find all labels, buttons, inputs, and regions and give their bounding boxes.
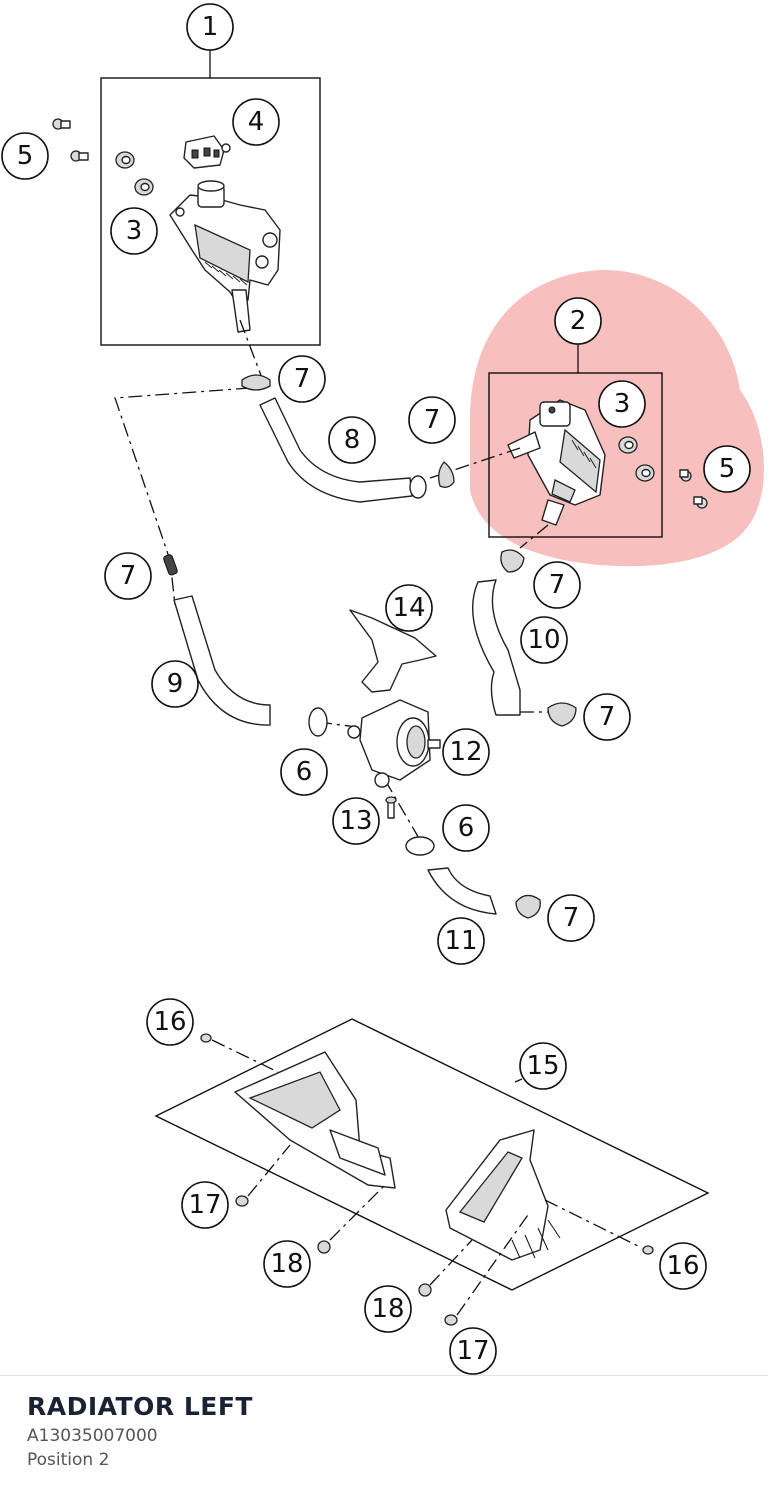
callout-3[interactable]: 3 — [110, 207, 158, 255]
svg-text:3: 3 — [614, 389, 631, 419]
callout-6[interactable]: 6 — [442, 804, 490, 852]
shroud-right-part — [445, 1129, 561, 1261]
callout-4[interactable]: 4 — [232, 98, 280, 146]
callout-7[interactable]: 7 — [278, 355, 326, 403]
screw-17-part — [235, 1195, 458, 1326]
centerline — [544, 1199, 643, 1249]
svg-text:2: 2 — [570, 306, 587, 336]
callout-7[interactable]: 7 — [533, 561, 581, 609]
callout-18[interactable]: 18 — [263, 1240, 311, 1288]
radiator-left-part — [169, 180, 281, 333]
svg-text:4: 4 — [248, 107, 265, 137]
callout-11[interactable]: 11 — [437, 917, 485, 965]
centerline — [239, 319, 263, 379]
svg-text:14: 14 — [392, 593, 425, 623]
spring-clamp-part — [308, 707, 435, 856]
hose-clamp-part — [163, 374, 577, 919]
hose-10-part — [472, 579, 521, 716]
centerline — [519, 524, 549, 549]
bracket-14-part — [349, 609, 437, 693]
position-label: Position 2 — [27, 1450, 110, 1470]
svg-text:15: 15 — [526, 1051, 559, 1081]
svg-text:8: 8 — [344, 425, 361, 455]
callout-5[interactable]: 5 — [703, 445, 751, 493]
callout-7[interactable]: 7 — [408, 396, 456, 444]
svg-text:1: 1 — [202, 12, 219, 42]
svg-text:5: 5 — [719, 454, 736, 484]
screw-18-part — [317, 1240, 432, 1297]
callout-5[interactable]: 5 — [1, 132, 49, 180]
screw-13-part — [385, 796, 397, 819]
callout-9[interactable]: 9 — [151, 660, 199, 708]
hose-9-part — [173, 595, 271, 726]
svg-text:16: 16 — [153, 1007, 186, 1037]
centerline — [429, 1239, 473, 1286]
screw-16-part — [200, 1033, 654, 1255]
centerline — [114, 387, 251, 606]
grommet-part — [618, 436, 655, 482]
svg-text:7: 7 — [424, 405, 441, 435]
callout-6[interactable]: 6 — [280, 748, 328, 796]
callout-10[interactable]: 10 — [520, 616, 568, 664]
centerline — [247, 1144, 291, 1197]
svg-text:17: 17 — [188, 1190, 221, 1220]
centerline — [329, 1184, 386, 1241]
callout-7[interactable]: 7 — [547, 894, 595, 942]
hose-11-part — [427, 867, 497, 915]
grommet-part — [115, 151, 154, 196]
svg-text:16: 16 — [666, 1251, 699, 1281]
callout-7[interactable]: 7 — [583, 693, 631, 741]
page-title: RADIATOR LEFT — [27, 1392, 253, 1421]
svg-text:7: 7 — [599, 702, 616, 732]
callout-14[interactable]: 14 — [385, 584, 433, 632]
svg-text:3: 3 — [126, 216, 143, 246]
callout-2[interactable]: 2 — [554, 297, 602, 345]
group-2-frame — [488, 372, 663, 538]
shroud-left-part — [234, 1051, 396, 1189]
callout-15[interactable]: 15 — [519, 1042, 567, 1090]
svg-text:11: 11 — [444, 926, 477, 956]
svg-text:10: 10 — [527, 625, 560, 655]
leader-15 — [514, 1078, 523, 1083]
svg-text:9: 9 — [167, 669, 184, 699]
water-pump-part — [347, 699, 441, 788]
svg-text:18: 18 — [270, 1249, 303, 1279]
centerline — [429, 447, 521, 479]
svg-text:7: 7 — [294, 364, 311, 394]
screw-part — [52, 118, 89, 162]
svg-text:18: 18 — [371, 1294, 404, 1324]
callout-7[interactable]: 7 — [104, 552, 152, 600]
callout-16[interactable]: 16 — [146, 998, 194, 1046]
callout-17[interactable]: 17 — [181, 1181, 229, 1229]
svg-text:13: 13 — [339, 806, 372, 836]
centerline — [456, 1211, 531, 1316]
hose-end — [409, 475, 427, 499]
centerline — [317, 721, 381, 731]
group-15-frame — [154, 1018, 710, 1291]
svg-text:6: 6 — [296, 757, 313, 787]
callout-3[interactable]: 3 — [598, 380, 646, 428]
callout-18[interactable]: 18 — [364, 1285, 412, 1333]
svg-text:7: 7 — [120, 561, 137, 591]
svg-text:12: 12 — [449, 737, 482, 767]
screw-part — [679, 469, 708, 509]
svg-text:6: 6 — [458, 813, 475, 843]
centerline — [211, 1039, 279, 1073]
callout-17[interactable]: 17 — [449, 1327, 497, 1375]
callout-13[interactable]: 13 — [332, 797, 380, 845]
part-code: A13035007000 — [27, 1426, 158, 1446]
svg-text:5: 5 — [17, 141, 34, 171]
svg-text:7: 7 — [563, 903, 580, 933]
callout-12[interactable]: 12 — [442, 728, 490, 776]
callout-16[interactable]: 16 — [659, 1242, 707, 1290]
radiator-right-part — [507, 399, 606, 526]
radiator-cap-part — [183, 135, 231, 169]
exploded-parts-diagram: 1 2 3 3 4 5 5 6 6 7 7 7 7 7 7 8 9 10 11 … — [1, 3, 764, 1375]
svg-text:7: 7 — [549, 570, 566, 600]
callout-1[interactable]: 1 — [186, 3, 234, 51]
svg-text:17: 17 — [456, 1336, 489, 1366]
callout-8[interactable]: 8 — [328, 416, 376, 464]
footer-panel: RADIATOR LEFT A13035007000 Position 2 — [0, 1375, 768, 1492]
centerline — [384, 779, 421, 841]
